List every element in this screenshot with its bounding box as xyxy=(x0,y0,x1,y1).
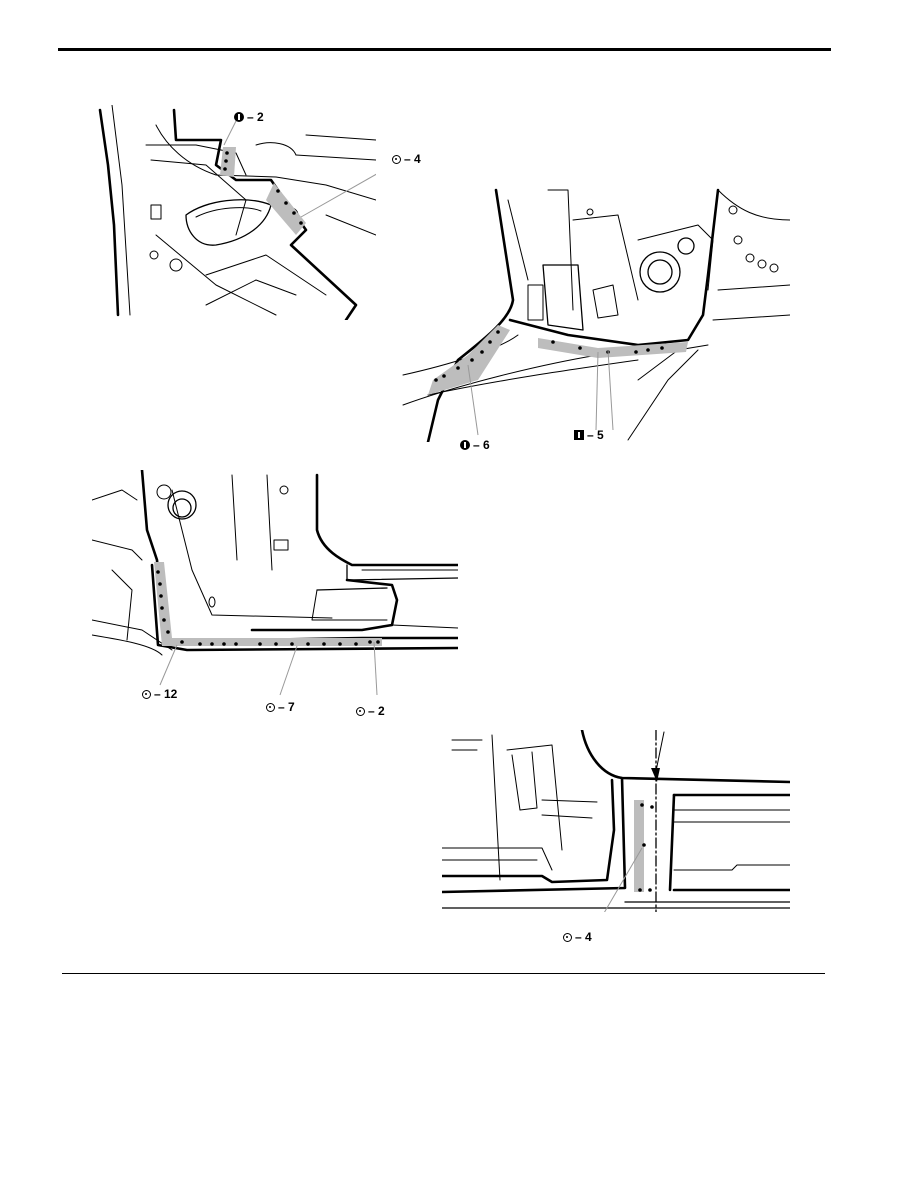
spot-weld-icon xyxy=(142,689,151,699)
figure-2-lower-pillar xyxy=(398,180,790,442)
square-weld-icon xyxy=(574,430,584,440)
spot-weld-icon xyxy=(356,706,365,716)
spot-weld-icon xyxy=(266,702,275,712)
spot-weld-icon xyxy=(563,932,572,942)
spot-weld-icon xyxy=(392,154,401,164)
figure-2-drawing xyxy=(402,188,790,442)
callout-fig4-spot-4: – 4 xyxy=(563,930,592,944)
callout-fig2-square-5: – 5 xyxy=(574,428,604,442)
callout-fig3-spot-12: – 12 xyxy=(142,687,177,701)
figure-1-upper-pillar xyxy=(96,105,376,320)
footer-rule xyxy=(62,973,825,974)
callout-fig2-solid-6: – 6 xyxy=(460,438,490,452)
solid-weld-icon xyxy=(460,440,470,450)
solid-weld-icon xyxy=(234,112,244,122)
figure-3-drawing xyxy=(92,470,458,696)
callout-fig1-solid-2: – 2 xyxy=(234,110,264,124)
figure-4-drawing xyxy=(442,730,790,912)
callout-fig3-spot-2: – 2 xyxy=(356,704,385,718)
figure-3-side-sill xyxy=(92,470,458,712)
callout-fig3-spot-7: – 7 xyxy=(266,700,295,714)
callout-fig1-spot-4: – 4 xyxy=(392,152,421,166)
figure-1-drawing xyxy=(98,105,376,320)
header-rule xyxy=(58,48,831,51)
figure-4-sill-section xyxy=(442,730,790,912)
